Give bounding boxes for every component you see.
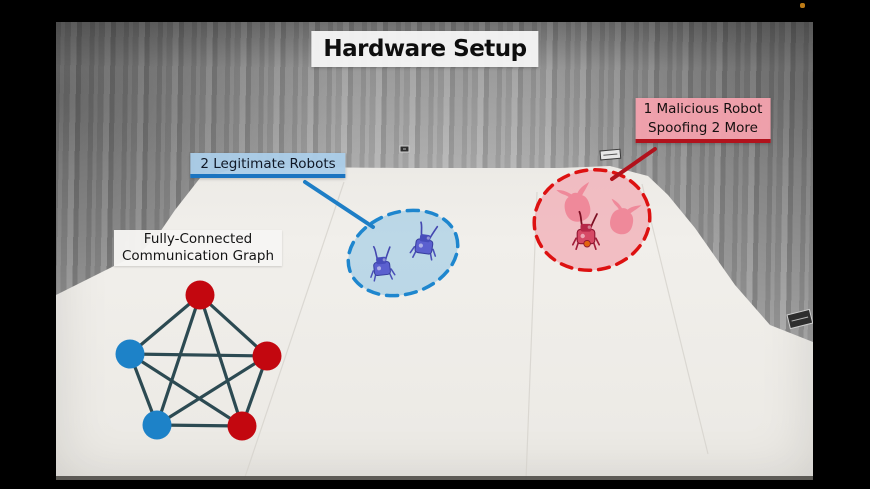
video-frame[interactable]: Hardware Setup 2 Legitimate Robots 1 Mal… xyxy=(56,22,813,480)
floor-shadow-strip xyxy=(56,476,813,480)
robot-legs xyxy=(370,268,396,282)
graph-node xyxy=(227,411,257,441)
floor-seam xyxy=(641,183,709,455)
floor-seam xyxy=(243,181,345,480)
legitimate-robots-label-text: 2 Legitimate Robots xyxy=(200,156,336,172)
floor-seam xyxy=(525,191,538,480)
legitimate-leader-line xyxy=(303,180,375,229)
recording-indicator-dot xyxy=(800,3,805,8)
robot-highlight xyxy=(377,266,382,271)
robot-highlight xyxy=(418,243,423,248)
curtain-tag xyxy=(399,145,410,153)
communication-graph-label-line1: Fully-Connected xyxy=(143,231,253,247)
graph-edge xyxy=(155,294,202,426)
graph-edge xyxy=(129,352,268,358)
slide-title-text: Hardware Setup xyxy=(323,36,527,62)
graph-node xyxy=(252,341,282,371)
graph-edge xyxy=(129,352,243,428)
robot-module xyxy=(580,223,592,232)
curtain-tag xyxy=(599,148,622,161)
robot-highlight xyxy=(587,225,591,229)
spoofed-robot-silhouette xyxy=(610,198,642,235)
slide-title: Hardware Setup xyxy=(311,31,539,67)
graph-node xyxy=(115,339,145,369)
malicious-group-ellipse xyxy=(532,167,652,273)
legitimate-robot xyxy=(370,245,396,282)
robot-legs xyxy=(571,237,601,251)
curtain-tag-line xyxy=(603,153,618,156)
malicious-robot-label: 1 Malicious Robot Spoofing 2 More xyxy=(635,98,771,143)
graph-edge xyxy=(156,354,268,427)
graph-edge xyxy=(198,294,244,427)
robot-module xyxy=(376,256,387,265)
graph-node xyxy=(142,410,172,440)
malicious-robot-label-line2: Spoofing 2 More xyxy=(648,120,758,136)
malicious-group-ellipse-shape xyxy=(532,167,652,273)
legitimate-group-ellipse xyxy=(346,208,460,298)
robot-highlight xyxy=(580,233,585,239)
robot-module xyxy=(419,234,431,243)
curtain-tag-line xyxy=(791,316,809,322)
spoofed-robot-silhouette xyxy=(556,181,591,222)
legitimate-group-ellipse-shape xyxy=(346,208,460,298)
malicious-robot xyxy=(571,210,601,251)
scene-overlay xyxy=(115,145,813,480)
malicious-robot-label-line1: 1 Malicious Robot xyxy=(643,101,763,117)
graph-edge xyxy=(128,293,202,356)
graph-edge xyxy=(198,293,269,358)
communication-graph-label: Fully-Connected Communication Graph xyxy=(113,230,283,266)
robot-wheel xyxy=(583,239,591,248)
graph-node xyxy=(185,280,215,310)
malicious-leader-line xyxy=(610,147,657,181)
robot-highlight xyxy=(382,258,386,262)
robot-legs xyxy=(409,245,437,261)
curtain-tag xyxy=(786,308,813,330)
legitimate-robot xyxy=(409,221,439,261)
robot-highlight xyxy=(426,236,430,240)
legitimate-robots-label: 2 Legitimate Robots xyxy=(190,153,346,178)
communication-graph-label-line2: Communication Graph xyxy=(121,248,275,264)
